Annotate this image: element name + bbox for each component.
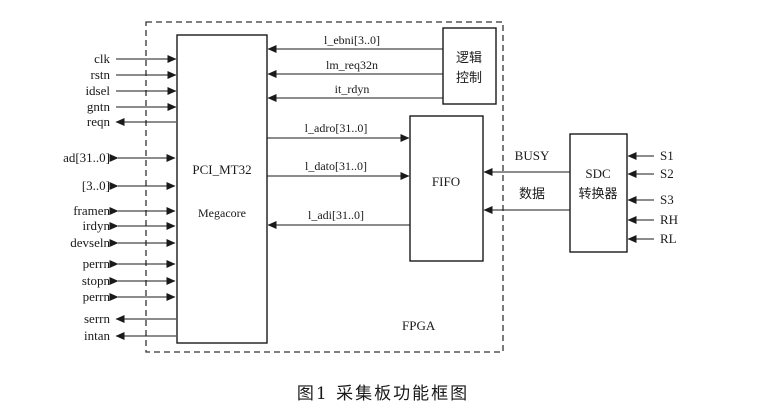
logic-signal-l-ebni-3-0-label: l_ebni[3..0] bbox=[324, 33, 380, 47]
logic-control-block bbox=[442, 27, 497, 105]
left-signal-intan-14-label: intan bbox=[84, 328, 110, 343]
left-signal-framen-7-label: framen bbox=[73, 203, 110, 218]
fpga-label: FPGA bbox=[402, 318, 436, 333]
sdc-block bbox=[569, 133, 628, 253]
pci-core-block bbox=[176, 34, 268, 344]
left-signal-3-0-6-label: [3..0] bbox=[82, 178, 110, 193]
left-signal-serrn-13-label: serrn bbox=[84, 311, 110, 326]
logic-signal-it-rdyn-label: it_rdyn bbox=[335, 82, 370, 96]
left-signal-perrn-12-label: perrn bbox=[83, 289, 111, 304]
pci-core-name: PCI_MT32 bbox=[192, 162, 251, 177]
right-signal-rl-label: RL bbox=[660, 231, 677, 246]
pci-fifo-l-adro-31-0-label: l_adro[31..0] bbox=[305, 121, 368, 135]
fpga-boundary bbox=[145, 21, 504, 353]
pci-fifo-l-dato-31-0-label: l_dato[31..0] bbox=[305, 159, 367, 173]
pci-fifo-l-adi-31-0-label: l_adi[31..0] bbox=[308, 208, 364, 222]
fifo-sdc-0-label: BUSY bbox=[515, 148, 550, 163]
fifo-sdc-signals: BUSY 数据 bbox=[483, 148, 570, 214]
figure-caption: 图1 采集板功能框图 bbox=[297, 384, 469, 404]
fifo-label: FIFO bbox=[432, 174, 460, 189]
right-signal-s3-label: S3 bbox=[660, 192, 674, 207]
left-signal-ad-31-0-5-label: ad[31..0] bbox=[63, 150, 110, 165]
logic-control-line1: 逻辑 bbox=[456, 50, 482, 65]
right-signal-rh-label: RH bbox=[660, 212, 678, 227]
left-signal-stopn-11-label: stopn bbox=[82, 273, 111, 288]
logic-control-line2: 控制 bbox=[456, 70, 482, 85]
pci-fifo-signals: l_adro[31..0] l_dato[31..0] l_adi[31..0] bbox=[267, 121, 410, 229]
sdc-line2: 转换器 bbox=[578, 186, 617, 201]
left-signal-reqn-4-label: reqn bbox=[87, 114, 111, 129]
logic-signal-lm-req32n-label: lm_req32n bbox=[326, 58, 378, 72]
logic-to-pci-signals: l_ebni[3..0] lm_req32n it_rdyn bbox=[267, 33, 443, 102]
left-signal-idsel-2-label: idsel bbox=[85, 83, 110, 98]
left-signal-clk-0-label: clk bbox=[94, 51, 110, 66]
fifo-block bbox=[409, 115, 484, 262]
fifo-sdc-1-label: 数据 bbox=[519, 186, 545, 201]
right-signal-s2-label: S2 bbox=[660, 166, 674, 181]
left-signal-rstn-1-label: rstn bbox=[91, 67, 111, 82]
sdc-line1: SDC bbox=[585, 166, 610, 181]
pci-core-sub: Megacore bbox=[198, 206, 246, 220]
left-signal-gntn-3-label: gntn bbox=[87, 99, 111, 114]
right-signal-s1-label: S1 bbox=[660, 148, 674, 163]
left-signal-irdyn-8-label: irdyn bbox=[83, 218, 111, 233]
left-signal-perrn-10-label: perrn bbox=[83, 256, 111, 271]
left-signal-devseln-9-label: devseln bbox=[70, 235, 110, 250]
